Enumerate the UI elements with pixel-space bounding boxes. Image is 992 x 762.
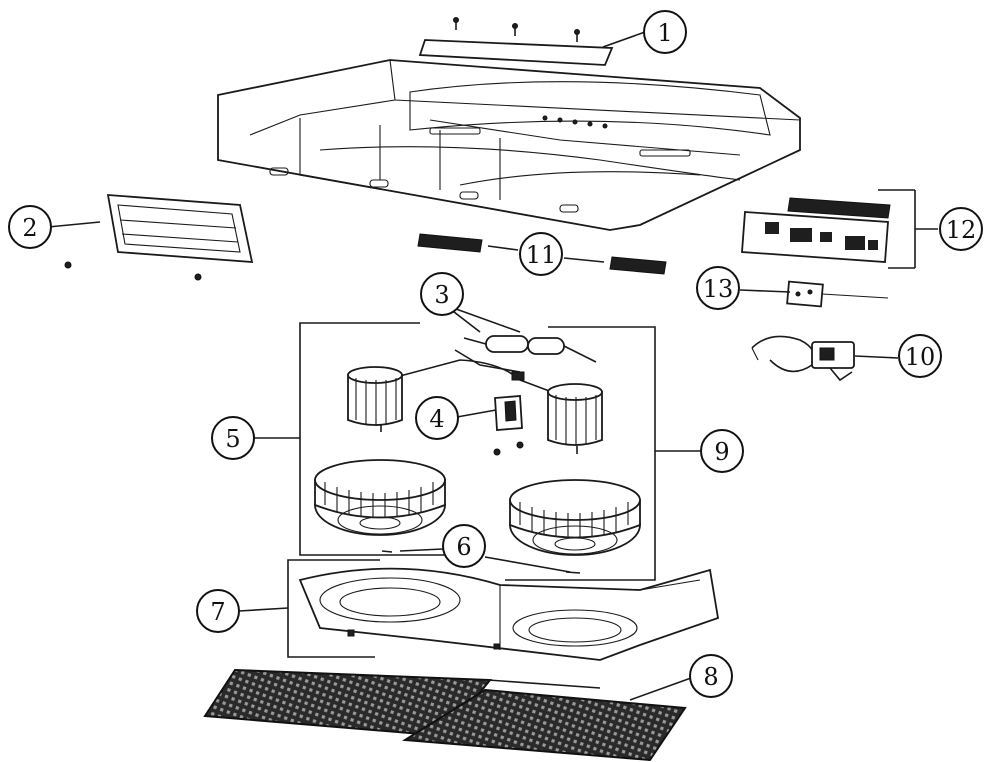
callout-2-label: 2 bbox=[22, 214, 37, 242]
control-boards bbox=[741, 197, 891, 263]
motor-right bbox=[547, 383, 603, 454]
motor-left bbox=[347, 366, 403, 432]
blower-wheel-right bbox=[509, 479, 641, 556]
callout-4-label: 4 bbox=[429, 405, 444, 433]
callout-5: 5 bbox=[211, 416, 255, 460]
callout-10-label: 10 bbox=[905, 343, 936, 371]
callout-4: 4 bbox=[415, 396, 459, 440]
callout-11-label: 11 bbox=[526, 241, 557, 269]
callout-7-label: 7 bbox=[210, 598, 225, 626]
blower-housing-plate bbox=[287, 559, 720, 661]
grease-filters bbox=[203, 668, 687, 762]
housing-slots bbox=[269, 127, 691, 213]
power-cord bbox=[751, 335, 855, 382]
callout-5-label: 5 bbox=[225, 425, 240, 453]
callout-10: 10 bbox=[898, 334, 942, 378]
hood-housing bbox=[217, 59, 801, 231]
callout-3: 3 bbox=[420, 272, 464, 316]
callout-12-label: 12 bbox=[946, 216, 977, 244]
callout-9-label: 9 bbox=[714, 438, 729, 466]
callout-6: 6 bbox=[442, 524, 486, 568]
screws bbox=[453, 17, 580, 42]
callout-3-label: 3 bbox=[434, 281, 449, 309]
callout-9: 9 bbox=[700, 429, 744, 473]
blower-wheel-left bbox=[314, 459, 446, 536]
callout-1: 1 bbox=[643, 10, 687, 54]
callout-8-label: 8 bbox=[703, 663, 718, 691]
callout-12: 12 bbox=[939, 207, 983, 251]
light-modules bbox=[417, 233, 667, 275]
callout-13-label: 13 bbox=[703, 275, 734, 303]
leader-lines bbox=[47, 31, 938, 701]
cover-plate bbox=[418, 17, 614, 66]
callout-8: 8 bbox=[689, 654, 733, 698]
control-buttons bbox=[542, 115, 608, 129]
callout-1-label: 1 bbox=[657, 19, 672, 47]
callout-13: 13 bbox=[696, 266, 740, 310]
callout-7: 7 bbox=[196, 589, 240, 633]
small-board bbox=[786, 280, 889, 308]
callout-11: 11 bbox=[519, 232, 563, 276]
motor-assembly-bracket bbox=[299, 322, 656, 581]
callout-2: 2 bbox=[8, 205, 52, 249]
switch-block bbox=[493, 395, 524, 456]
capacitors bbox=[399, 335, 597, 396]
callout-6-label: 6 bbox=[456, 533, 471, 561]
duct-outlet bbox=[64, 194, 254, 281]
